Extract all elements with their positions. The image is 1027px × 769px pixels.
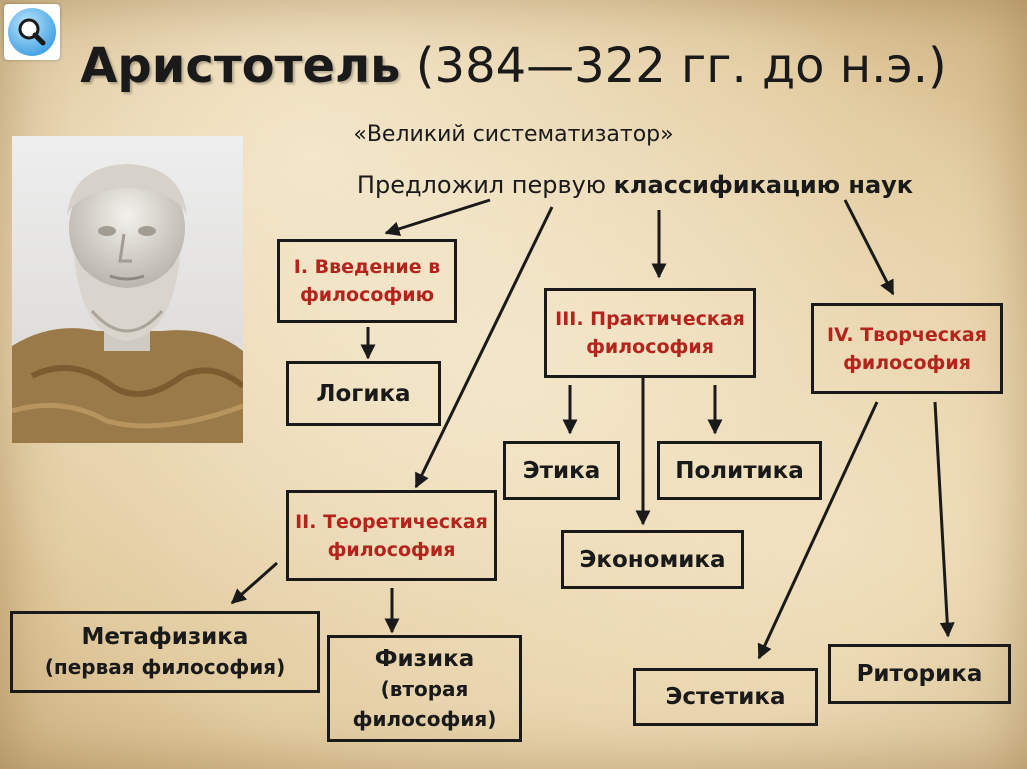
leaf-politics: Политика (657, 441, 822, 500)
intro-line: Предложил первую классификацию наук (0, 171, 1027, 199)
magnifier-button[interactable] (4, 4, 60, 60)
branch-practical-line1: III. Практическая (555, 308, 745, 330)
leaf-politics-label: Политика (675, 457, 804, 484)
branch-introduction-line2: философию (299, 284, 435, 306)
branch-introduction-line1: I. Введение в (293, 256, 441, 278)
arrow-to-aesthetics (757, 401, 879, 660)
branch-creative-line2: философия (843, 351, 971, 374)
leaf-metaphysics-note: (первая философия) (44, 655, 286, 679)
leaf-economics: Экономика (561, 530, 744, 589)
subtitle: «Великий систематизатор» (353, 122, 674, 147)
leaf-ethics: Этика (503, 441, 620, 500)
leaf-rhetoric-label: Риторика (856, 661, 983, 687)
leaf-physics: Физика (вторая философия) (327, 635, 522, 742)
branch-theoretical-line1: II. Теоретическая (295, 510, 488, 533)
leaf-aesthetics: Эстетика (633, 668, 818, 726)
title-name: Аристотель (80, 38, 401, 94)
aristotle-bust-image (12, 136, 243, 443)
arrow-to-intro (384, 198, 491, 237)
branch-practical-line2: философия (586, 336, 714, 358)
leaf-logic-label: Логика (316, 380, 411, 407)
leaf-metaphysics-label: Метафизика (81, 624, 249, 650)
arrow-to-rhetoric (933, 401, 955, 638)
branch-creative: IV. Творческая философия (811, 303, 1003, 394)
leaf-physics-note-line2: философия) (352, 706, 497, 731)
intro-plain: Предложил первую (356, 171, 614, 199)
arrow-to-theoretical (414, 206, 554, 489)
leaf-ethics-label: Этика (522, 457, 601, 484)
branch-theoretical-line2: философия (327, 538, 456, 561)
intro-bold: классификацию наук (613, 171, 914, 199)
branch-creative-line1: IV. Творческая (827, 323, 987, 346)
leaf-physics-label: Физика (374, 645, 475, 672)
title-dates: (384—322 гг. до н.э.) (415, 38, 947, 94)
arrow-to-creative (843, 199, 895, 296)
branch-practical: III. Практическая философия (544, 288, 756, 378)
arrow-to-metaphysics (230, 561, 278, 605)
branch-introduction: I. Введение в философию (277, 239, 457, 323)
leaf-rhetoric: Риторика (828, 644, 1011, 704)
branch-theoretical: II. Теоретическая философия (286, 490, 497, 581)
leaf-metaphysics: Метафизика (первая философия) (10, 611, 320, 693)
leaf-aesthetics-label: Эстетика (665, 684, 786, 710)
leaf-logic: Логика (286, 361, 441, 426)
leaf-physics-note-line1: (вторая (380, 676, 469, 701)
leaf-economics-label: Экономика (579, 546, 726, 573)
page-title: Аристотель (384—322 гг. до н.э.) (0, 38, 1027, 94)
magnifier-icon (8, 8, 56, 56)
